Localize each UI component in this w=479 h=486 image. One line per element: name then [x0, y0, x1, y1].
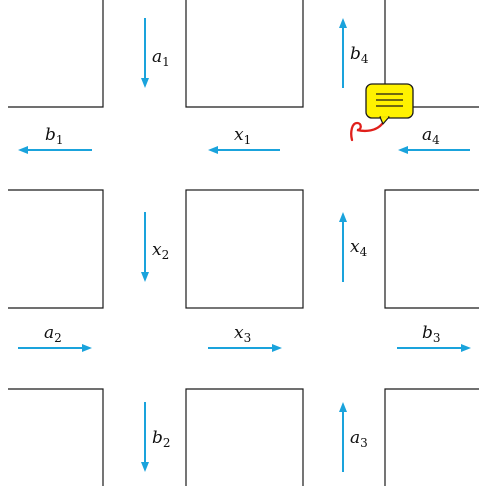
flow-label-subscript: 1: [244, 133, 252, 147]
flow-label-letter: x: [152, 240, 162, 260]
flow-label-subscript: 3: [433, 331, 441, 345]
block-middle-right: [384, 189, 479, 309]
flow-b2: b2: [141, 402, 171, 472]
flow-label-letter: a: [152, 47, 162, 67]
flow-label-letter: x: [234, 125, 244, 145]
flow-label-x1: x1: [234, 125, 251, 147]
flow-a3: a3: [339, 402, 368, 472]
flow-arrow-head: [82, 344, 92, 352]
block-bottom-right: [384, 388, 479, 486]
flow-arrow-head: [398, 146, 408, 154]
flow-label-a2: a2: [44, 323, 62, 345]
flow-x4: x4: [339, 212, 368, 282]
flow-x3: x3: [208, 323, 282, 352]
flow-arrow-head: [141, 78, 149, 88]
block-bottom-left: [8, 388, 104, 486]
flow-label-letter: x: [350, 237, 360, 257]
flow-label-subscript: 4: [361, 52, 369, 66]
flow-label-subscript: 2: [54, 331, 62, 345]
block-bottom-middle: [185, 388, 304, 486]
flow-label-subscript: 1: [162, 55, 170, 69]
flow-arrow-head: [272, 344, 282, 352]
flow-arrow-head: [339, 402, 347, 412]
flow-label-letter: a: [350, 428, 360, 448]
flow-label-letter: a: [44, 323, 54, 343]
flow-a1: a1: [141, 18, 170, 88]
flow-label-letter: a: [422, 125, 432, 145]
flow-label-subscript: 3: [360, 436, 368, 450]
flow-label-a3: a3: [350, 428, 368, 450]
flow-label-b4: b4: [350, 44, 369, 66]
flow-label-letter: b: [45, 125, 56, 145]
flow-x2: x2: [141, 212, 169, 282]
flow-label-a1: a1: [152, 47, 170, 69]
comment-note-icon[interactable]: [350, 83, 414, 142]
flow-arrow-head: [18, 146, 28, 154]
flow-label-subscript: 4: [360, 245, 368, 259]
flow-arrow-head: [208, 146, 218, 154]
flow-a2: a2: [18, 323, 92, 352]
block-top-middle: [185, 0, 304, 108]
flow-b3: b3: [397, 323, 471, 352]
flow-label-letter: b: [422, 323, 433, 343]
flow-arrow-head: [461, 344, 471, 352]
flow-arrow-head: [339, 212, 347, 222]
flow-label-x4: x4: [350, 237, 368, 259]
flow-label-subscript: 4: [432, 133, 440, 147]
flow-label-letter: b: [152, 428, 163, 448]
flow-arrow-head: [141, 272, 149, 282]
flow-label-b3: b3: [422, 323, 441, 345]
flow-b4: b4: [339, 18, 369, 88]
block-center: [185, 189, 304, 309]
block-middle-left: [8, 189, 104, 309]
flow-arrow-head: [339, 18, 347, 28]
flow-a4: a4: [398, 125, 470, 154]
flow-label-b2: b2: [152, 428, 171, 450]
flow-label-subscript: 1: [56, 133, 64, 147]
flow-x1: x1: [208, 125, 280, 154]
flow-b1: b1: [18, 125, 92, 154]
flow-label-subscript: 3: [244, 331, 252, 345]
flow-label-x2: x2: [152, 240, 169, 262]
flow-label-b1: b1: [45, 125, 64, 147]
city-blocks: [8, 0, 479, 486]
flow-label-a4: a4: [422, 125, 440, 147]
flow-label-letter: x: [234, 323, 244, 343]
block-top-left: [8, 0, 104, 108]
flow-label-x3: x3: [234, 323, 251, 345]
flow-label-subscript: 2: [163, 436, 171, 450]
flow-arrow-head: [141, 462, 149, 472]
flow-label-subscript: 2: [162, 248, 170, 262]
flow-label-letter: b: [350, 44, 361, 64]
